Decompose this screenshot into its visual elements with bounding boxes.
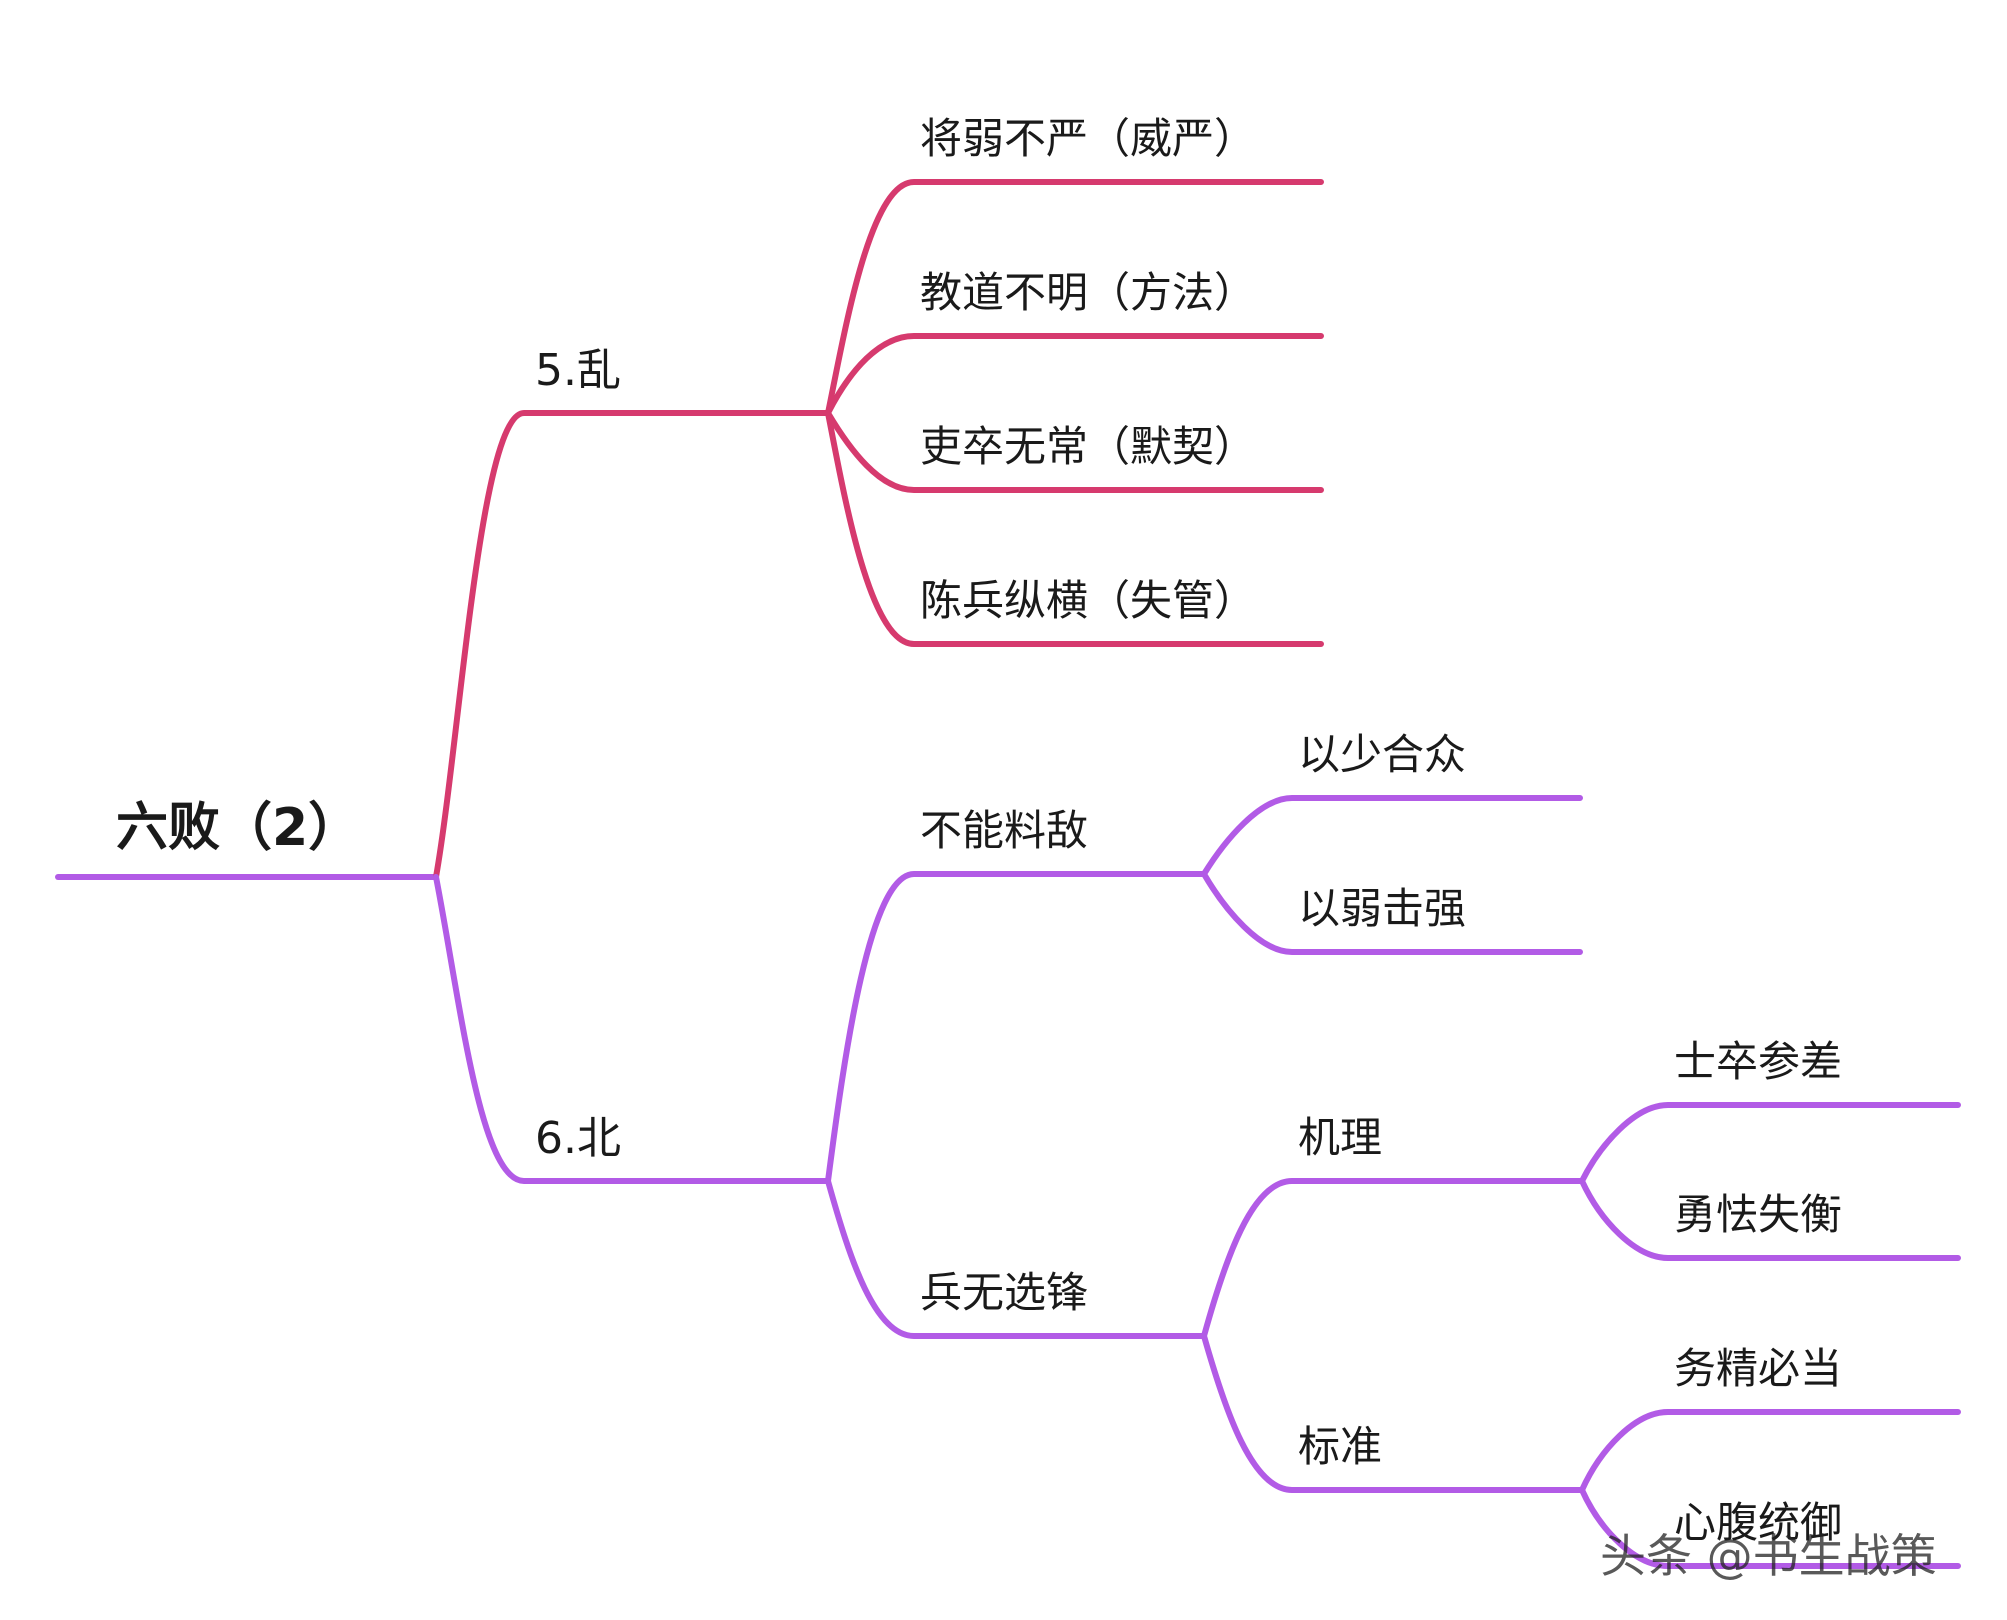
connector-biaozhun-2	[1579, 1487, 1961, 1569]
connector-luan-2	[825, 333, 1324, 416]
connector-buneng-1	[1201, 795, 1583, 877]
bingwu-biaozhun-label: 标准	[1298, 1422, 1382, 1471]
labels: 六败（2） 5.乱 6.北 将弱不严（威严） 教道不明（方法） 吏卒无常（默契）…	[116, 114, 1842, 1547]
connector-bingwu-jili	[1201, 1178, 1585, 1339]
connector-root-bei	[433, 874, 831, 1184]
biaozhun-item-1: 务精必当	[1674, 1344, 1842, 1393]
bei-bingwu-label: 兵无选锋	[920, 1268, 1088, 1317]
jili-item-1: 士卒参差	[1674, 1037, 1842, 1086]
connector-bei-bingwu	[825, 1178, 1207, 1339]
buneng-item-1: 以少合众	[1298, 730, 1466, 779]
connector-buneng-2	[1201, 871, 1583, 955]
watermark-text: 头条 @书生战策	[1600, 1529, 1937, 1583]
branch-bei-label: 6.北	[535, 1113, 621, 1164]
luan-item-4: 陈兵纵横（失管）	[920, 576, 1256, 625]
connector-jili-2	[1579, 1178, 1961, 1261]
luan-item-2: 教道不明（方法）	[920, 268, 1256, 317]
root-topic: 六败（2）	[116, 798, 360, 858]
buneng-item-2: 以弱击强	[1298, 884, 1466, 933]
bingwu-jili-label: 机理	[1298, 1113, 1382, 1162]
luan-item-1: 将弱不严（威严）	[920, 114, 1256, 163]
luan-item-3: 吏卒无常（默契）	[920, 422, 1256, 471]
bei-buneng-label: 不能料敌	[920, 806, 1088, 855]
connector-bingwu-biaozhun	[1201, 1333, 1585, 1493]
connectors	[55, 179, 1961, 1569]
connector-root-luan	[433, 410, 831, 880]
connector-luan-1	[825, 179, 1324, 416]
connector-biaozhun-1	[1579, 1409, 1961, 1493]
connector-bei-buneng	[825, 871, 1207, 1184]
branch-luan-label: 5.乱	[535, 345, 621, 396]
connector-jili-1	[1579, 1102, 1961, 1184]
connector-luan-3	[825, 410, 1324, 493]
connector-luan-4	[825, 410, 1324, 647]
biaozhun-item-2: 心腹统御	[1674, 1498, 1842, 1547]
jili-item-2: 勇怯失衡	[1674, 1190, 1842, 1239]
